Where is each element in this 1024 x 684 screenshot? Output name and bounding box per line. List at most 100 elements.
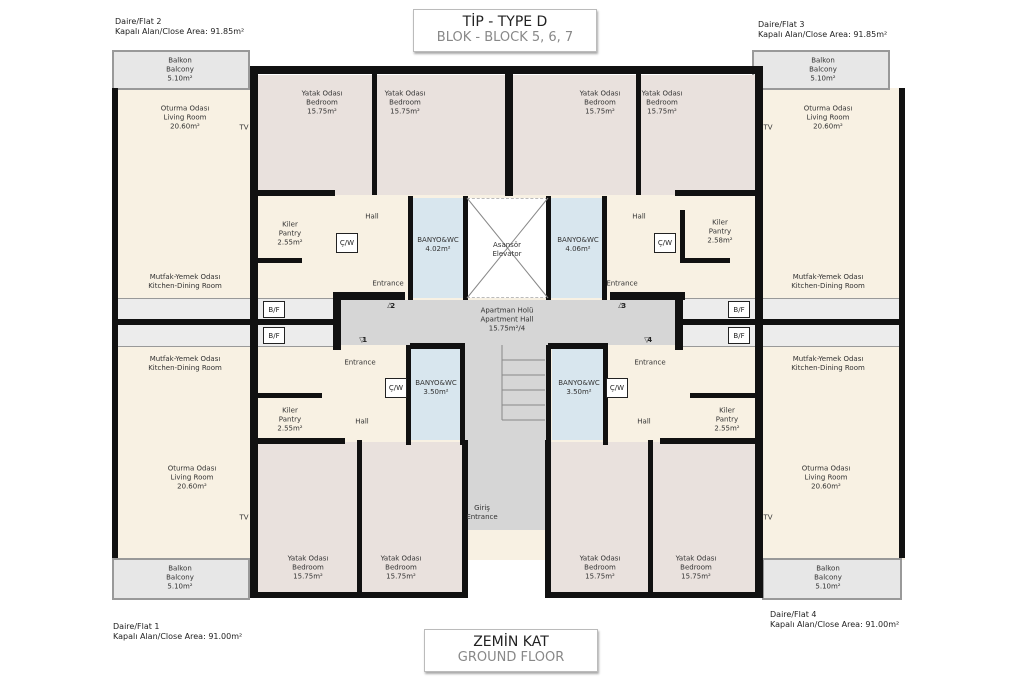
label-en: Pantry xyxy=(715,415,739,424)
label-tr: Yatak Odası xyxy=(579,554,621,563)
label-name: BANYO&WC xyxy=(558,379,600,387)
flat-marker-3: △3 xyxy=(618,301,627,310)
label-tr: Balkon xyxy=(816,564,840,573)
label-tr: Kiler xyxy=(719,406,735,415)
floor-title: ZEMİN KAT xyxy=(473,634,549,650)
bedroom-room xyxy=(650,442,760,597)
label-area: 5.10m² xyxy=(810,74,836,83)
bathroom-room xyxy=(412,198,465,298)
label-area: 15.75m² xyxy=(647,107,677,116)
label-area: 3.50m² xyxy=(423,388,449,396)
label-en: Bedroom xyxy=(385,563,417,572)
entrance-label: Entrance xyxy=(344,358,376,367)
label-en: Pantry xyxy=(278,229,302,238)
label-en: Pantry xyxy=(278,415,302,424)
hall-label: Hall xyxy=(632,212,646,221)
label-en: Bedroom xyxy=(292,563,324,572)
balcony-flat-1 xyxy=(112,558,250,600)
block-subtitle: BLOK - BLOCK 5, 6, 7 xyxy=(436,30,574,45)
label-en: Living Room xyxy=(163,113,207,122)
bedroom-room xyxy=(255,442,360,597)
balcony-flat-3 xyxy=(752,50,890,90)
label-en: Bedroom xyxy=(306,98,338,107)
label-tr: Kiler xyxy=(712,218,728,227)
label-area: 2.58m² xyxy=(707,236,733,245)
stair-hall xyxy=(462,345,548,530)
label-tr: Yatak Odası xyxy=(287,554,329,563)
bf-closet: B/F xyxy=(728,327,750,344)
label-area: 15.75m² xyxy=(307,107,337,116)
entrance-label: Entrance xyxy=(606,279,638,288)
bathroom-room xyxy=(550,198,603,298)
label-name: BANYO&WC xyxy=(557,236,599,244)
label-en: Kitchen-Dining Room xyxy=(791,364,865,372)
label-en: Pantry xyxy=(708,227,732,236)
label-en: Entrance xyxy=(466,513,498,521)
label-en: Kitchen-Dining Room xyxy=(791,282,865,290)
label-en: Bedroom xyxy=(584,563,616,572)
cw-closet: Ç/W xyxy=(385,378,407,398)
type-title: TİP - TYPE D xyxy=(462,14,548,30)
flat-name: Daire/Flat 2 xyxy=(115,17,162,26)
tv-label: TV xyxy=(763,123,773,132)
label-tr: Yatak Odası xyxy=(641,89,683,98)
label-en: Balcony xyxy=(166,65,194,74)
tv-label: TV xyxy=(763,513,773,522)
bedroom-room xyxy=(513,75,638,195)
label-tr: Mutfak-Yemek Odası xyxy=(149,355,221,363)
label-area: 15.75m² xyxy=(585,107,615,116)
label-area: 2.55m² xyxy=(277,424,303,433)
label-tr: Yatak Odası xyxy=(384,89,426,98)
entrance-label: Entrance xyxy=(634,358,666,367)
label-tr: Yatak Odası xyxy=(579,89,621,98)
label-tr: Yatak Odası xyxy=(380,554,422,563)
label-tr: Mutfak-Yemek Odası xyxy=(792,355,864,363)
bedroom-room xyxy=(375,75,505,195)
label-tr: Mutfak-Yemek Odası xyxy=(792,273,864,281)
label-tr: Apartman Holü xyxy=(480,306,534,315)
label-en: Living Room xyxy=(804,473,848,482)
flat-marker-2: △2 xyxy=(387,301,396,310)
label-tr: Yatak Odası xyxy=(675,554,717,563)
label-name: BANYO&WC xyxy=(415,379,457,387)
bedroom-room xyxy=(360,442,462,597)
marker-number: 4 xyxy=(647,336,653,344)
label-en: Apartment Hall xyxy=(480,315,534,324)
flat-name: Daire/Flat 3 xyxy=(758,20,805,29)
label-area: 15.75m² xyxy=(585,572,615,581)
label-tr: Yatak Odası xyxy=(301,89,343,98)
label-tr: Oturma Odası xyxy=(801,464,851,473)
balcony-flat-4 xyxy=(762,558,902,600)
apartment-hall xyxy=(340,300,680,345)
marker-number: 1 xyxy=(362,336,368,344)
label-area: 5.10m² xyxy=(167,74,193,83)
bf-closet: B/F xyxy=(263,301,285,318)
label-en: Balcony xyxy=(809,65,837,74)
label-tr: Mutfak-Yemek Odası xyxy=(149,273,221,281)
label-tr: Oturma Odası xyxy=(160,104,210,113)
flat-marker-4: ▽4 xyxy=(644,336,653,344)
label-tr: Kiler xyxy=(282,220,298,229)
bf-closet: B/F xyxy=(263,327,285,344)
flat-area: Kapalı Alan/Close Area: 91.00m² xyxy=(113,632,243,641)
